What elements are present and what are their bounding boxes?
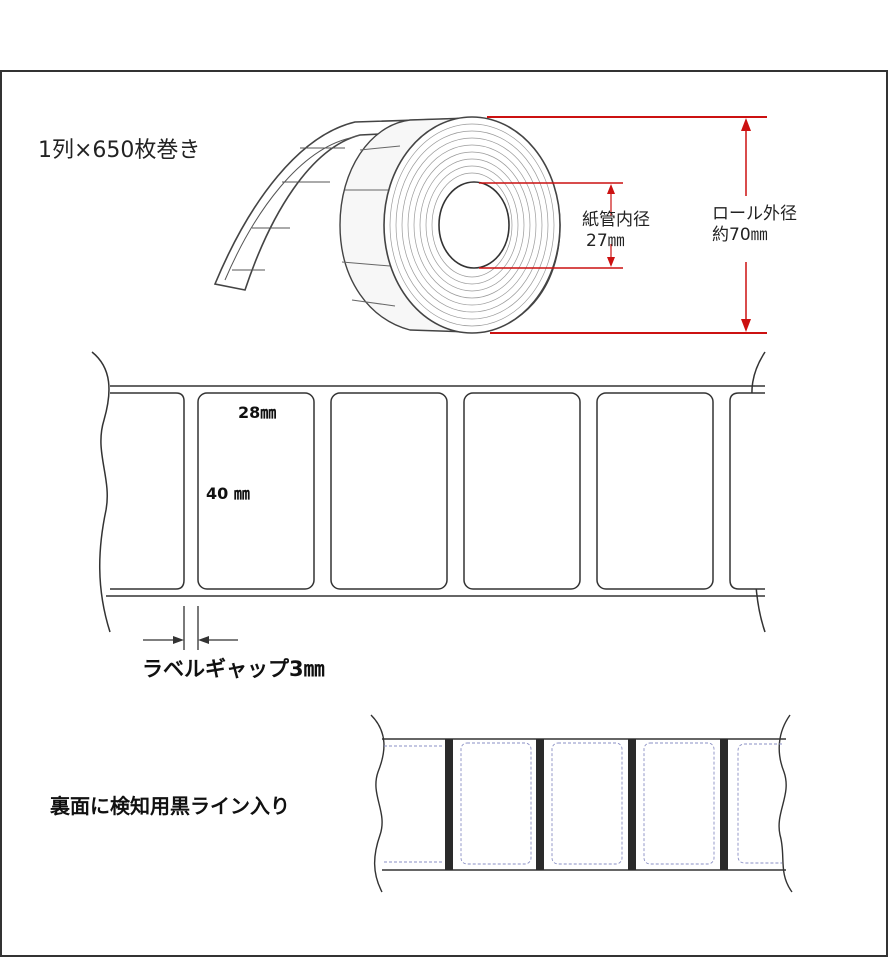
black-mark-1 bbox=[445, 739, 453, 870]
paper-core bbox=[438, 181, 510, 269]
outer-diameter-label: ロール外径 bbox=[712, 204, 797, 224]
label-gap-label: ラベルギャップ3㎜ bbox=[142, 657, 325, 681]
back-strip-left-edge bbox=[370, 714, 385, 893]
label-1 bbox=[197, 392, 315, 590]
roll-illustration bbox=[213, 116, 561, 334]
outer-diameter-value: 約70㎜ bbox=[712, 225, 768, 245]
tail-labels bbox=[224, 134, 361, 281]
black-mark-3 bbox=[628, 739, 636, 870]
label-height-label: 40 ㎜ bbox=[206, 484, 250, 503]
label-strip-front bbox=[91, 351, 766, 633]
label-4 bbox=[596, 392, 714, 590]
back-side-note: 裏面に検知用黒ライン入り bbox=[49, 794, 290, 818]
label-partial-left bbox=[110, 392, 185, 590]
outer-diameter-dimension bbox=[487, 116, 767, 334]
strip-left-edge bbox=[91, 351, 111, 633]
back-label-guides bbox=[384, 742, 782, 865]
frame-border bbox=[0, 70, 888, 957]
roll-face bbox=[383, 116, 561, 334]
black-mark-2 bbox=[536, 739, 544, 870]
back-strip-right-edge bbox=[778, 714, 793, 893]
core-diameter-value: 27㎜ bbox=[586, 231, 625, 251]
black-sensor-marks bbox=[445, 739, 728, 870]
label-width-label: 28㎜ bbox=[238, 403, 276, 422]
label-strip-back bbox=[370, 714, 793, 893]
gap-dimension bbox=[143, 606, 238, 650]
black-mark-4 bbox=[720, 739, 728, 870]
label-partial-right bbox=[729, 392, 765, 590]
core-diameter-dimension bbox=[479, 182, 623, 269]
label-3 bbox=[463, 392, 581, 590]
roll-count-label: 1列×650枚巻き bbox=[38, 138, 200, 163]
core-diameter-label: 紙管内径 bbox=[582, 210, 650, 230]
label-2 bbox=[330, 392, 448, 590]
roll-body-labels bbox=[341, 145, 401, 307]
labels-row bbox=[110, 392, 765, 590]
